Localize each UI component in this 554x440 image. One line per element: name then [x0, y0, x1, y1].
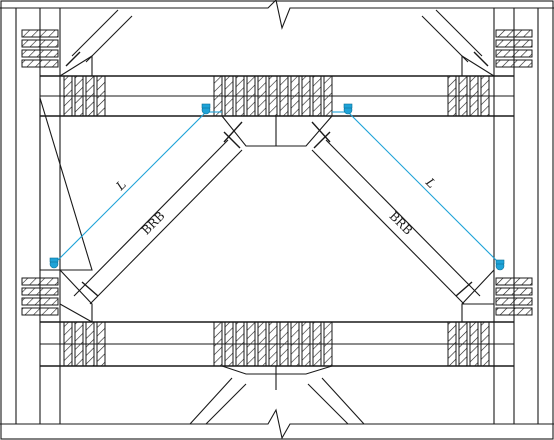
brace-label-right: BRB	[386, 209, 415, 238]
upper-left-brace	[65, 9, 133, 67]
left-gusset-bottom-detail	[59, 269, 93, 323]
right-gusset-bottom	[461, 269, 495, 322]
brace-label-left: BRB	[139, 209, 168, 238]
upper-right-brace	[421, 9, 489, 67]
right-column-splice-bottom	[495, 277, 533, 316]
dimension-line-left	[53, 111, 207, 265]
pin-marker-left-top	[201, 103, 211, 115]
bottom-break-line	[0, 408, 554, 440]
pin-marker-right-bottom	[495, 259, 505, 271]
upper-beam-splice-left	[63, 75, 106, 117]
center-bottom-gusset	[221, 365, 333, 375]
brb-right-brace	[311, 121, 481, 305]
lower-beam-splice-left	[63, 321, 106, 367]
right-column-splice-top	[495, 29, 533, 68]
left-gusset-lower	[39, 97, 93, 271]
left-gusset-top	[59, 55, 93, 77]
brb-left-brace	[73, 121, 243, 305]
lower-beam-splice-right	[447, 321, 490, 367]
right-gusset-top	[461, 55, 495, 77]
center-top-gusset	[221, 115, 333, 147]
pin-marker-right-top	[343, 103, 353, 115]
dimension-line-right	[347, 111, 501, 265]
lower-beam-splice-center	[213, 321, 333, 367]
right-column	[493, 8, 539, 424]
left-column-splice-top	[21, 29, 59, 68]
left-column	[15, 8, 61, 424]
pin-marker-left-bottom	[49, 257, 59, 269]
top-break-line	[0, 0, 554, 30]
lower-center-braces	[189, 377, 365, 425]
left-column-splice-bottom	[21, 277, 59, 316]
upper-beam-splice-center	[213, 75, 333, 117]
upper-beam-splice-right	[447, 75, 490, 117]
